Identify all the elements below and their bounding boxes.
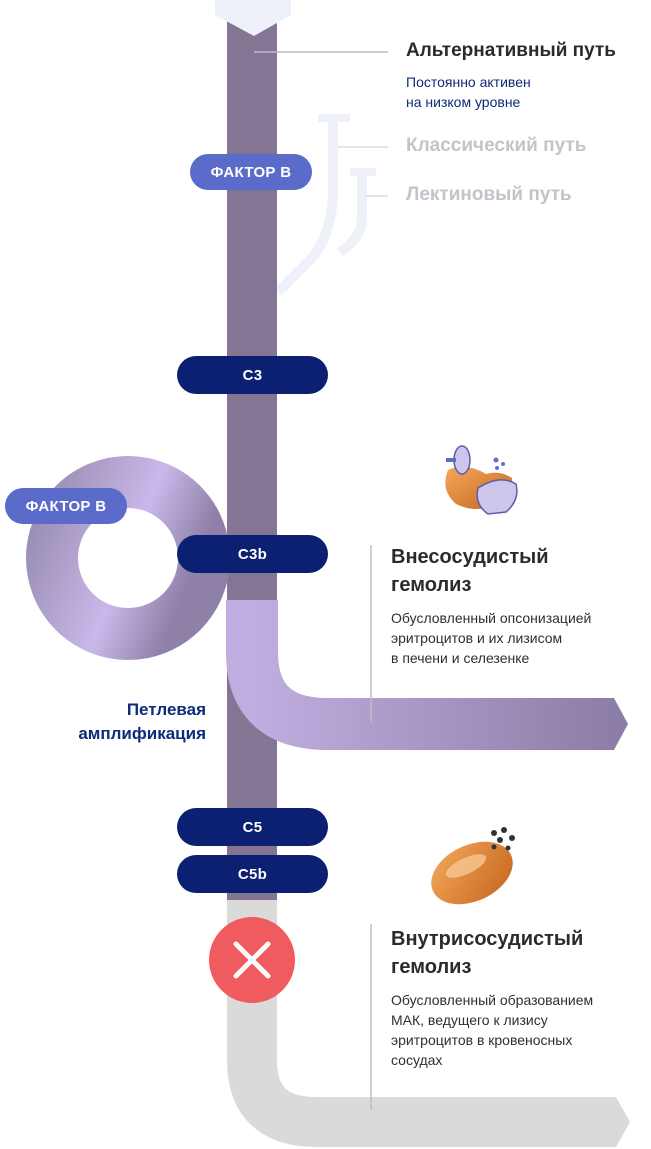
entry-chevron: [215, 0, 291, 36]
loop-amplification-label: Петлевая амплификация: [78, 700, 206, 743]
c3b-pill: C3b: [177, 535, 328, 573]
intravascular-title: Внутрисосудистый гемолиз: [391, 928, 584, 978]
extravascular-description: Обусловленный опсонизацией эритроцитов и…: [391, 610, 592, 666]
factor-b-pill-top: ФАКТОР B: [190, 154, 312, 190]
alternative-path-title: Альтернативный путь: [406, 40, 616, 61]
intravascular-path: [227, 900, 610, 1147]
intravascular-description: Обусловленный образованием МАК, ведущего…: [391, 992, 594, 1068]
lectin-branch: [337, 172, 367, 257]
c3-pill: C3: [177, 356, 328, 394]
intravascular-arrow: [608, 1097, 630, 1147]
erythrocyte-icon: [431, 827, 515, 905]
organs-icon: [445, 445, 518, 515]
main-path: [227, 18, 277, 900]
extravascular-arm: [226, 600, 610, 750]
classical-path-title: Классический путь: [406, 135, 587, 156]
extravascular-title: Внесосудистый гемолиз: [391, 546, 549, 596]
factor-b-pill-loop: ФАКТОР B: [5, 488, 127, 524]
extravascular-arrow: [608, 698, 628, 750]
c5b-pill: C5b: [177, 855, 328, 893]
lectin-path-title: Лектиновый путь: [406, 184, 572, 205]
alternative-path-subtitle: Постоянно активен на низком уровне: [406, 74, 531, 110]
classical-lectin-branch: [274, 118, 338, 296]
c5-pill: C5: [177, 808, 328, 846]
